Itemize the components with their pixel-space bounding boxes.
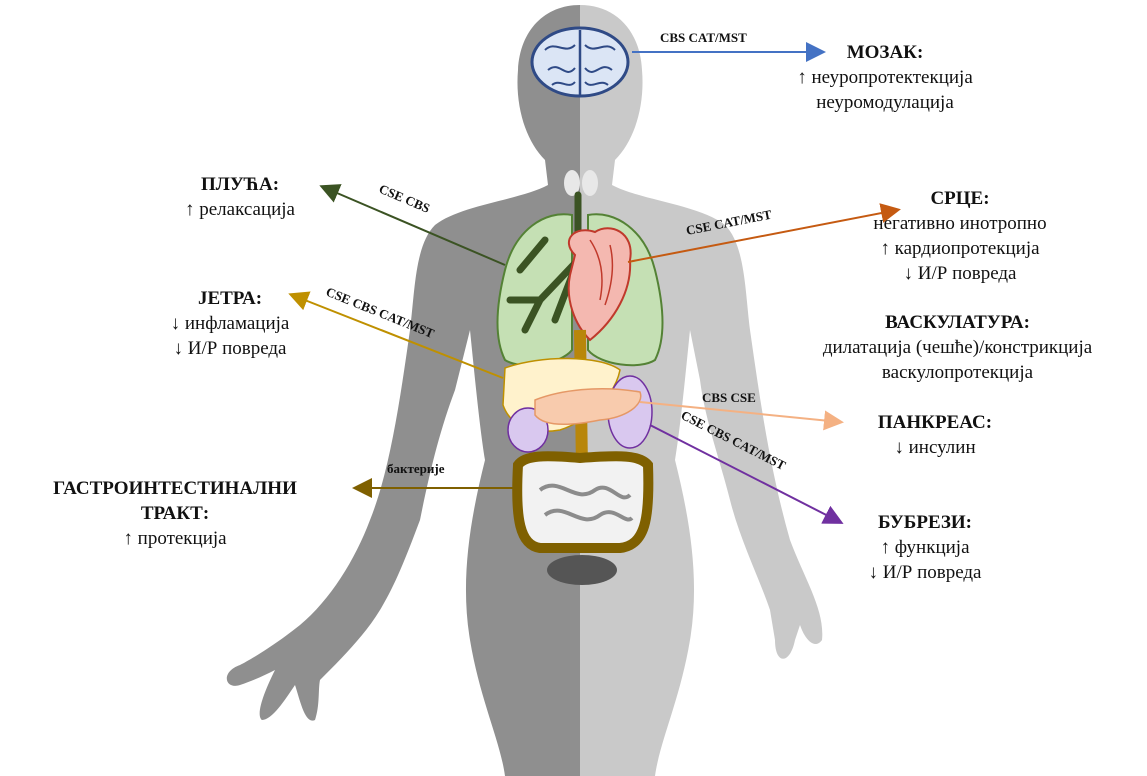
heart-effect-3: ↓ И/Р повреда [830, 261, 1090, 286]
arrow-label-lungs: CSE CBS [377, 181, 432, 216]
lungs-label: ПЛУЋА: ↑ релаксација [140, 172, 340, 222]
heart-effect-1: негативно инотропно [830, 211, 1090, 236]
arrow-label-gi: бактерије [387, 461, 445, 476]
kidneys-effect-1: ↑ функција [825, 535, 1025, 560]
liver-label: ЈЕТРА: ↓ инфламација ↓ И/Р повреда [130, 286, 330, 361]
vasculature-label: ВАСКУЛАТУРА: дилатација (чешће)/констрик… [770, 310, 1145, 385]
brain-effect-2: неуромодулација [760, 90, 1010, 115]
brain-effect-1: ↑ неуропротектекција [760, 65, 1010, 90]
heart-title: СРЦЕ: [830, 186, 1090, 211]
liver-effect-2: ↓ И/Р повреда [130, 336, 330, 361]
arrow-label-pancreas: CBS CSE [702, 390, 756, 405]
kidneys-effect-2: ↓ И/Р повреда [825, 560, 1025, 585]
liver-title: ЈЕТРА: [130, 286, 330, 311]
gi-label: ГАСТРОИНТЕСТИНАЛНИ ТРАКТ: ↑ протекција [0, 476, 350, 551]
heart-effect-2: ↑ кардиопротекција [830, 236, 1090, 261]
lungs-title: ПЛУЋА: [140, 172, 340, 197]
kidneys-title: БУБРЕЗИ: [825, 510, 1025, 535]
pancreas-label: ПАНКРЕАС: ↓ инсулин [835, 410, 1035, 460]
pancreas-effect-1: ↓ инсулин [835, 435, 1035, 460]
brain-label: МОЗАК: ↑ неуропротектекција неуромодулац… [760, 40, 1010, 115]
gi-title-2: ТРАКТ: [0, 501, 350, 526]
vasculature-title: ВАСКУЛАТУРА: [770, 310, 1145, 335]
vasculature-effect-2: васкулопротекција [770, 360, 1145, 385]
gi-title: ГАСТРОИНТЕСТИНАЛНИ [0, 476, 350, 501]
pancreas-title: ПАНКРЕАС: [835, 410, 1035, 435]
heart-label: СРЦЕ: негативно инотропно ↑ кардиопротек… [830, 186, 1090, 286]
kidneys-label: БУБРЕЗИ: ↑ функција ↓ И/Р повреда [825, 510, 1025, 585]
vasculature-effect-1: дилатација (чешће)/констрикција [770, 335, 1145, 360]
gi-effect-1: ↑ протекција [0, 526, 350, 551]
brain-title: МОЗАК: [760, 40, 1010, 65]
liver-effect-1: ↓ инфламација [130, 311, 330, 336]
lungs-effect-1: ↑ релаксација [140, 197, 340, 222]
arrow-label-brain: CBS CAT/MST [660, 30, 747, 45]
brain-illustration [532, 28, 628, 96]
